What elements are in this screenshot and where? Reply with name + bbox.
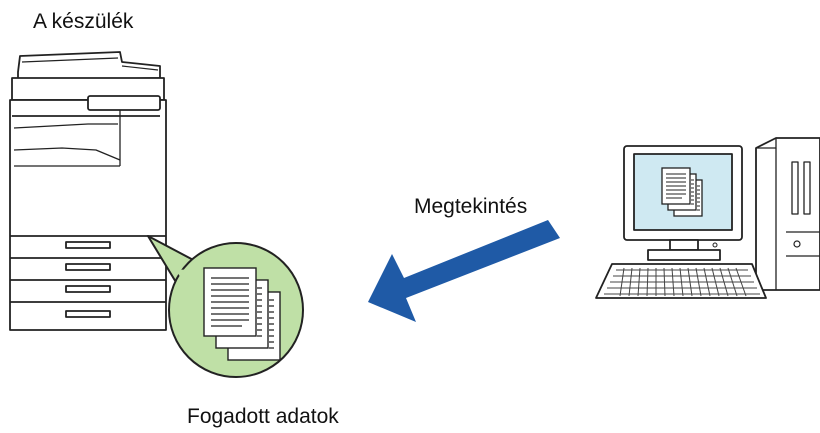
view-arrow xyxy=(368,220,560,322)
received-data-label: Fogadott adatok xyxy=(187,405,339,428)
documents-icon xyxy=(203,267,281,361)
computer-icon xyxy=(595,137,820,299)
device-label: A készülék xyxy=(33,10,134,33)
printer-device-icon xyxy=(9,51,167,331)
screen-documents-icon xyxy=(661,167,703,217)
view-label: Megtekintés xyxy=(414,195,528,218)
